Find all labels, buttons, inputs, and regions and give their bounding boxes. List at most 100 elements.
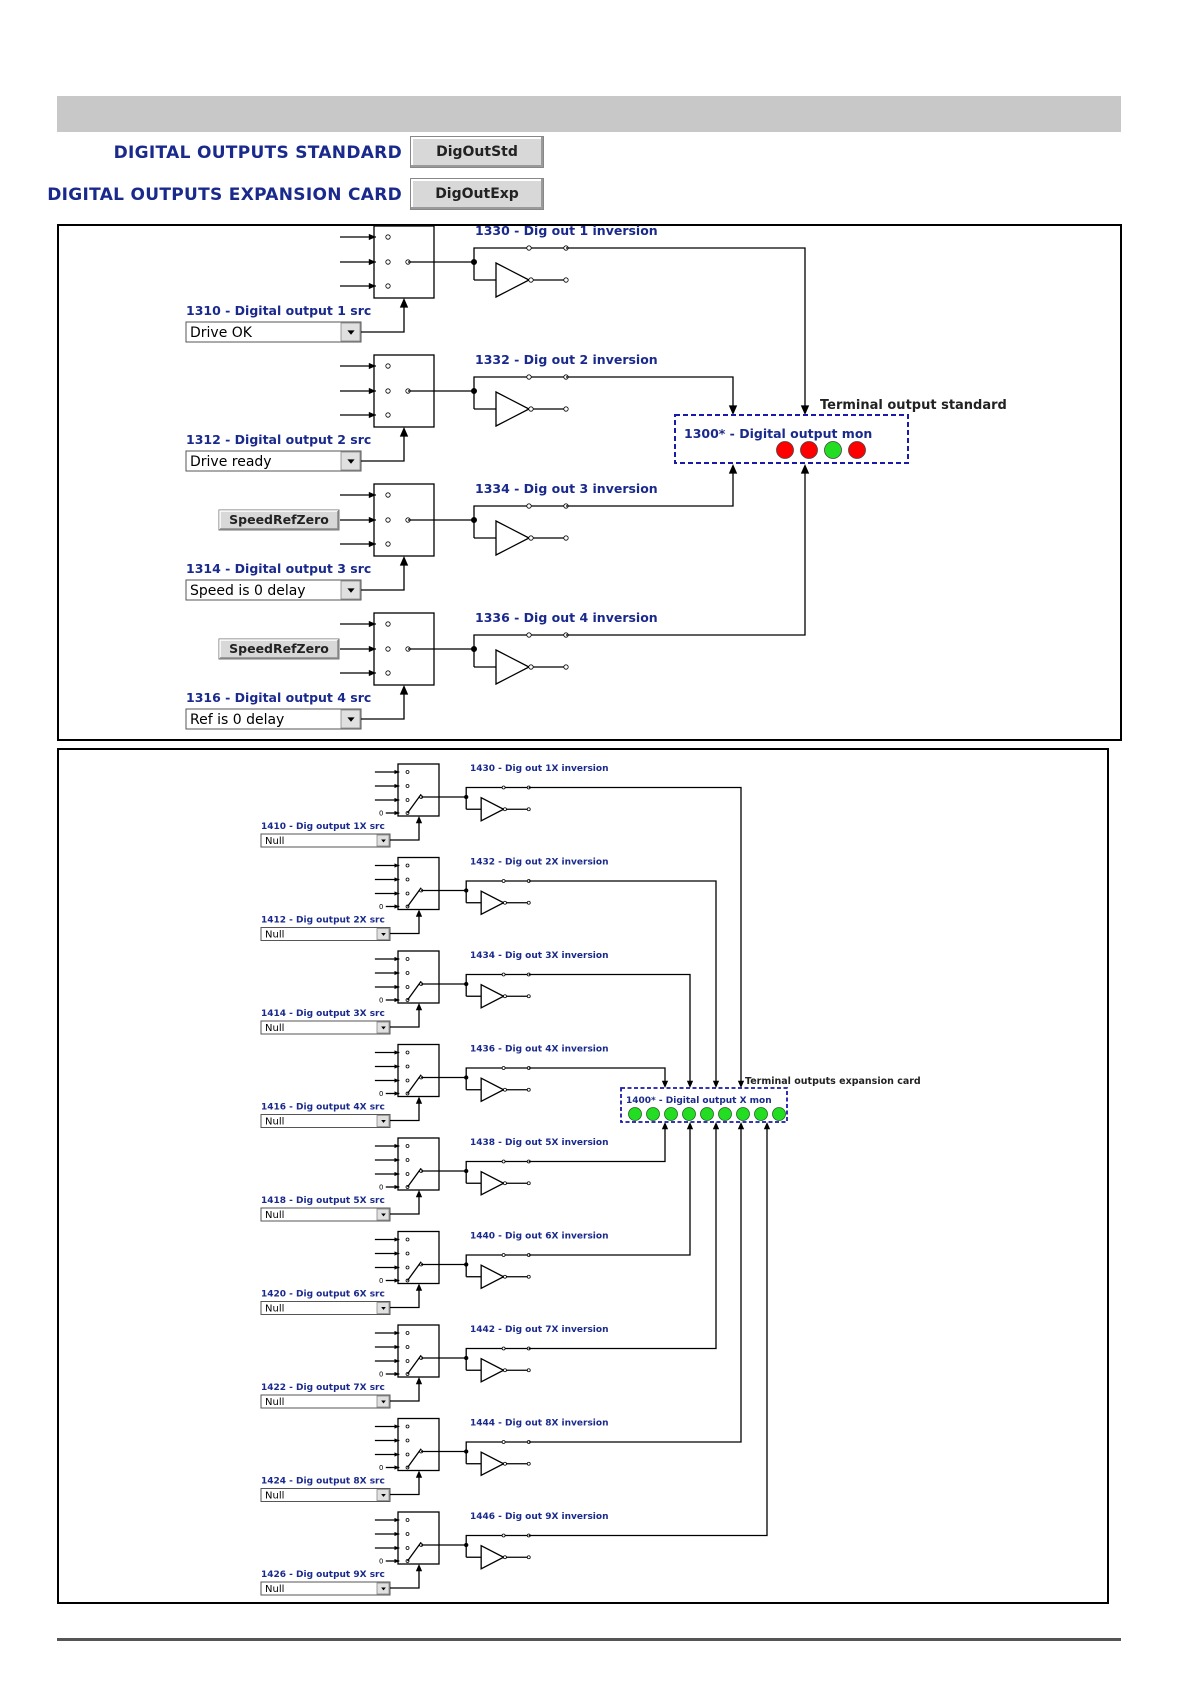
input-arrow — [394, 1371, 400, 1377]
terminal-label: Terminal output standard — [820, 398, 1007, 413]
inversion-contact — [501, 1440, 506, 1444]
input-contact — [385, 412, 391, 418]
inverter-bubble — [503, 1461, 507, 1466]
inversion-wire — [465, 1067, 529, 1078]
inversion-contact — [526, 632, 532, 638]
monitor-wire — [528, 1127, 666, 1163]
input-arrow — [394, 783, 400, 789]
input-arrow — [394, 1517, 400, 1523]
input-arrow — [368, 411, 376, 419]
source-wire — [361, 691, 405, 720]
selector-box — [397, 1043, 440, 1098]
source-wire — [361, 562, 405, 591]
input-contact — [405, 1424, 410, 1429]
source-arrow — [415, 1003, 423, 1011]
inversion-label: 1432 - Dig out 2X inversion — [470, 858, 608, 868]
button-highlight — [219, 639, 338, 658]
input-arrow — [394, 1171, 400, 1177]
dropdown-value: Null — [265, 1397, 284, 1408]
source-label: 1416 - Dig output 4X src — [261, 1103, 385, 1113]
dig-out-exp-button[interactable]: DigOutExp — [410, 178, 544, 210]
input-arrow — [368, 620, 376, 628]
inverter-out-contact — [563, 406, 569, 412]
input-arrow — [368, 491, 376, 499]
input-arrow — [394, 1064, 400, 1069]
inverter-bubble — [503, 1181, 507, 1186]
input-arrow — [394, 1078, 400, 1083]
led-indicator — [824, 441, 842, 459]
inversion-contact — [501, 1159, 506, 1164]
source-label: 1424 - Dig output 8X src — [261, 1477, 385, 1487]
source-arrow — [415, 1564, 423, 1572]
zero-input-label: 0 — [379, 1090, 383, 1098]
input-contact — [405, 1251, 410, 1256]
speed-ref-zero-button[interactable] — [218, 509, 340, 531]
expansion-outputs-panel — [57, 748, 1109, 1604]
source-arrow — [415, 1190, 423, 1198]
input-arrow — [394, 984, 400, 990]
selector-box — [397, 1137, 440, 1191]
switch-arm — [406, 1354, 422, 1375]
switch-arm — [406, 980, 422, 1001]
input-arrow — [368, 362, 376, 370]
monitor-arrow — [763, 1122, 771, 1130]
inverter-triangle — [480, 890, 506, 916]
input-contact — [405, 985, 410, 989]
dropdown-value: Null — [265, 1210, 284, 1221]
input-contact — [405, 1050, 410, 1055]
dropdown-value: Null — [265, 1023, 284, 1034]
input-arrow — [394, 970, 400, 976]
inversion-wire — [465, 1347, 529, 1358]
inverter-triangle — [480, 1544, 506, 1570]
chevron-down-icon — [347, 717, 355, 722]
inversion-wire — [473, 247, 566, 262]
input-contact — [405, 1064, 410, 1069]
source-arrow — [399, 427, 409, 437]
source-label: 1412 - Dig output 2X src — [261, 916, 385, 926]
speed-ref-zero-button[interactable] — [218, 638, 340, 660]
dropdown-value: Drive ready — [190, 454, 272, 470]
input-arrow — [394, 877, 400, 882]
inverter-out-contact — [563, 535, 569, 541]
chevron-down-icon — [381, 1493, 386, 1497]
source-label: 1418 - Dig output 5X src — [261, 1196, 385, 1206]
input-arrow — [368, 258, 376, 266]
page-bottom-rule — [57, 1638, 1121, 1641]
input-arrow — [394, 1424, 400, 1429]
monitor-arrow — [712, 1080, 720, 1088]
inverter-triangle — [480, 796, 506, 822]
dig-out-std-button[interactable]: DigOutStd — [410, 136, 544, 168]
inversion-wire — [465, 1160, 529, 1171]
inversion-contact — [501, 785, 506, 790]
inversion-label: 1438 - Dig out 5X inversion — [470, 1138, 608, 1148]
input-arrow — [368, 387, 376, 395]
dropdown-value: Null — [265, 1584, 284, 1595]
inverter-bubble — [503, 1087, 507, 1092]
inversion-contact — [501, 1066, 506, 1070]
led-indicator — [754, 1107, 768, 1121]
exp-outputs-label: DIGITAL OUTPUTS EXPANSION CARD — [47, 185, 402, 205]
dropdown-value: Null — [265, 1490, 284, 1501]
led-indicator — [664, 1107, 678, 1121]
led-indicator — [776, 441, 794, 459]
input-contact — [405, 770, 410, 774]
input-contact — [405, 1546, 410, 1550]
inverter-triangle — [495, 261, 531, 299]
inversion-contact — [526, 374, 532, 380]
inversion-label: 1436 - Dig out 4X inversion — [470, 1045, 608, 1055]
inversion-contact — [526, 245, 532, 251]
chevron-down-icon — [381, 1026, 386, 1030]
inverter-out-contact — [526, 1555, 531, 1560]
inverter-triangle — [480, 983, 506, 1009]
inverter-out-contact — [526, 807, 531, 812]
monitor-arrow — [661, 1122, 669, 1130]
monitor-arrow — [737, 1122, 745, 1130]
inverter-out-contact — [526, 994, 531, 999]
monitor-arrow — [728, 464, 738, 474]
dropdown-value: Null — [265, 1116, 284, 1127]
led-indicator — [682, 1107, 696, 1121]
chevron-down-icon — [381, 1213, 386, 1217]
input-contact — [385, 621, 391, 627]
inversion-wire — [473, 505, 566, 520]
inverter-triangle — [480, 1451, 506, 1477]
